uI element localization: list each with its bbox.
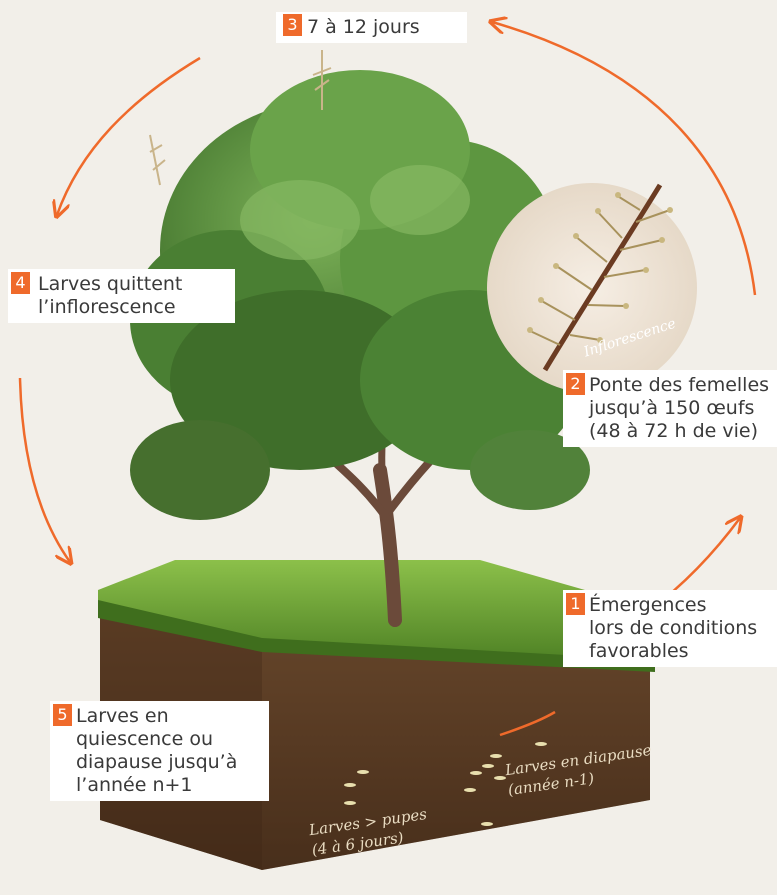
- step-4-label: Larves quittent l’inflorescence: [8, 269, 235, 323]
- step-2-number: 2: [566, 373, 585, 395]
- step-3-label: 7 à 12 jours: [276, 12, 467, 43]
- step-1-number: 1: [566, 593, 585, 615]
- step-3-number: 3: [283, 14, 302, 36]
- step-4-number: 4: [11, 272, 30, 294]
- step-5-label: Larves en quiescence ou diapause jusqu’à…: [50, 701, 269, 801]
- step-1-label: Émergences lors de conditions favorables: [563, 590, 777, 667]
- arrow-4-to-5: [20, 378, 70, 562]
- step-2-label: Ponte des femelles jusqu’à 150 œufs (48 …: [563, 370, 777, 447]
- step-5-number: 5: [53, 704, 72, 726]
- inflorescence-closeup: [487, 183, 697, 393]
